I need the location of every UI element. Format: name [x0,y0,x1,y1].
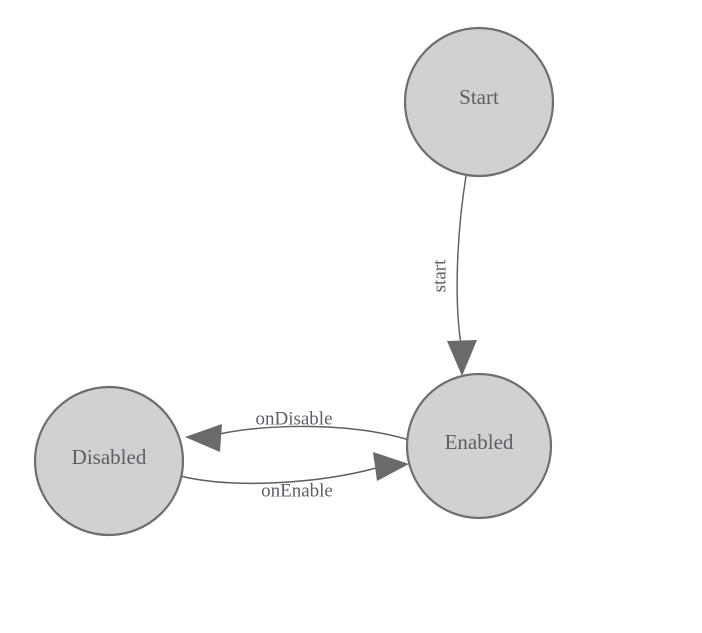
edge-label-start: start [429,259,450,292]
edge-enabled-to-disabled[interactable] [185,424,410,452]
edge-disabled-to-enabled[interactable] [179,452,409,484]
state-node-enabled-label: Enabled [445,430,514,454]
state-node-start-label: Start [459,85,499,109]
edge-start-to-enabled-arrowhead-icon [447,340,477,376]
state-node-start-circle [403,26,555,178]
edge-start-to-enabled[interactable] [447,175,477,376]
edge-enabled-to-disabled-arrowhead-icon [185,424,222,452]
state-node-start[interactable]: Start [403,26,555,178]
state-node-disabled-label: Disabled [72,445,147,469]
edge-start-to-enabled-path [456,175,467,345]
edge-disabled-to-enabled-arrowhead-icon [373,452,409,481]
state-node-disabled-circle [33,385,185,537]
edge-label-on-enable: onEnable [261,480,333,501]
edge-label-on-disable: onDisable [255,408,332,429]
edge-disabled-to-enabled-path [179,467,377,484]
state-node-enabled[interactable]: Enabled [405,372,553,520]
edge-enabled-to-disabled-path [218,425,410,441]
state-node-disabled[interactable]: Disabled [33,385,185,537]
state-node-enabled-circle [405,372,553,520]
